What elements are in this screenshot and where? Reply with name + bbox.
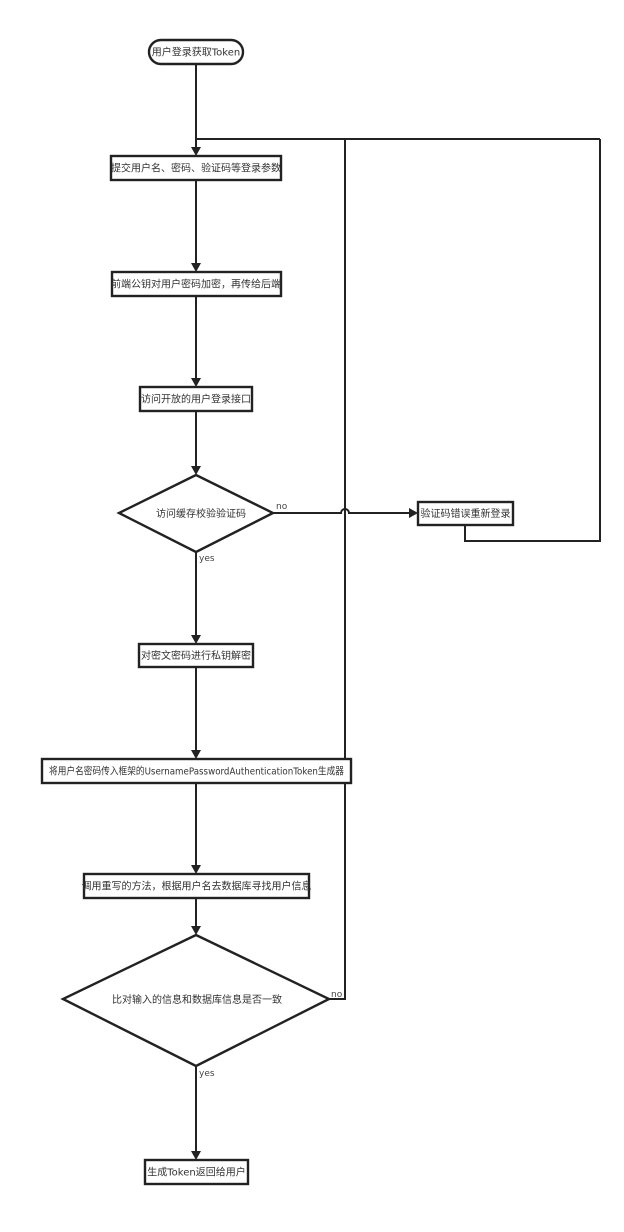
arrow-head [191,926,201,935]
process-box [82,872,311,900]
flow-edges [191,64,601,1160]
process-box [110,270,283,298]
edge-error-return [464,139,601,542]
arrow-head [191,147,201,156]
start-terminal [147,38,245,66]
node-start: 用户登录获取Token [147,38,245,66]
node-token-generator: 将用户名密码传入框架的UsernamePasswordAuthenticatio… [40,757,353,785]
process-box [109,154,283,182]
compare-info-label: 比对输入的信息和数据库信息是否一致 [112,993,282,1006]
access-login-api-label: 访问开放的用户登录接口 [141,393,251,406]
compare-yes-label: yes [199,1069,215,1079]
arrow-head [191,378,201,387]
decision-diamond [116,473,276,554]
start-label: 用户登录获取Token [152,46,240,59]
captcha-error-label: 验证码错误重新登录 [421,507,511,520]
decision-diamond [60,933,332,1068]
arrow-head [191,263,201,272]
arrow-head [191,466,201,475]
process-box [138,385,254,413]
process-box [143,1158,250,1186]
compare-no-label: no [331,990,343,1000]
node-check-captcha: 访问缓存校验验证码 [116,473,276,554]
submit-params-label: 提交用户名、密码、验证码等登录参数 [111,162,281,175]
node-query-user: 调用重写的方法，根据用户名去数据库寻找用户信息 [82,872,312,900]
frontend-encrypt-label: 前端公钥对用户密码加密，再传给后端 [111,278,281,291]
check-captcha-label: 访问缓存校验验证码 [156,507,246,520]
node-frontend-encrypt: 前端公钥对用户密码加密，再传给后端 [110,270,283,298]
process-box [40,757,353,785]
node-compare-info: 比对输入的信息和数据库信息是否一致 [60,933,332,1068]
arrow-head [409,508,418,518]
captcha-no-label: no [276,502,288,512]
edge-captcha-no [273,508,410,514]
arrow-head [191,865,201,874]
node-private-key-decrypt: 对密文密码进行私钥解密 [137,642,255,669]
edge-compare-no [329,139,346,1000]
node-return-token: 生成Token返回给用户 [143,1158,250,1186]
token-generator-label: 将用户名密码传入框架的UsernamePasswordAuthenticatio… [49,765,344,778]
arrow-head [191,750,201,759]
node-access-login-api: 访问开放的用户登录接口 [138,385,254,413]
node-submit-params: 提交用户名、密码、验证码等登录参数 [109,154,283,182]
query-user-label: 调用重写的方法，根据用户名去数据库寻找用户信息 [82,880,312,893]
process-box [137,642,255,669]
private-key-decrypt-label: 对密文密码进行私钥解密 [141,649,251,662]
captcha-yes-label: yes [199,554,215,564]
process-box [416,500,515,527]
arrow-head [191,635,201,644]
node-captcha-error: 验证码错误重新登录 [416,500,515,527]
arrow-head [191,1151,201,1160]
return-token-label: 生成Token返回给用户 [147,1166,245,1179]
